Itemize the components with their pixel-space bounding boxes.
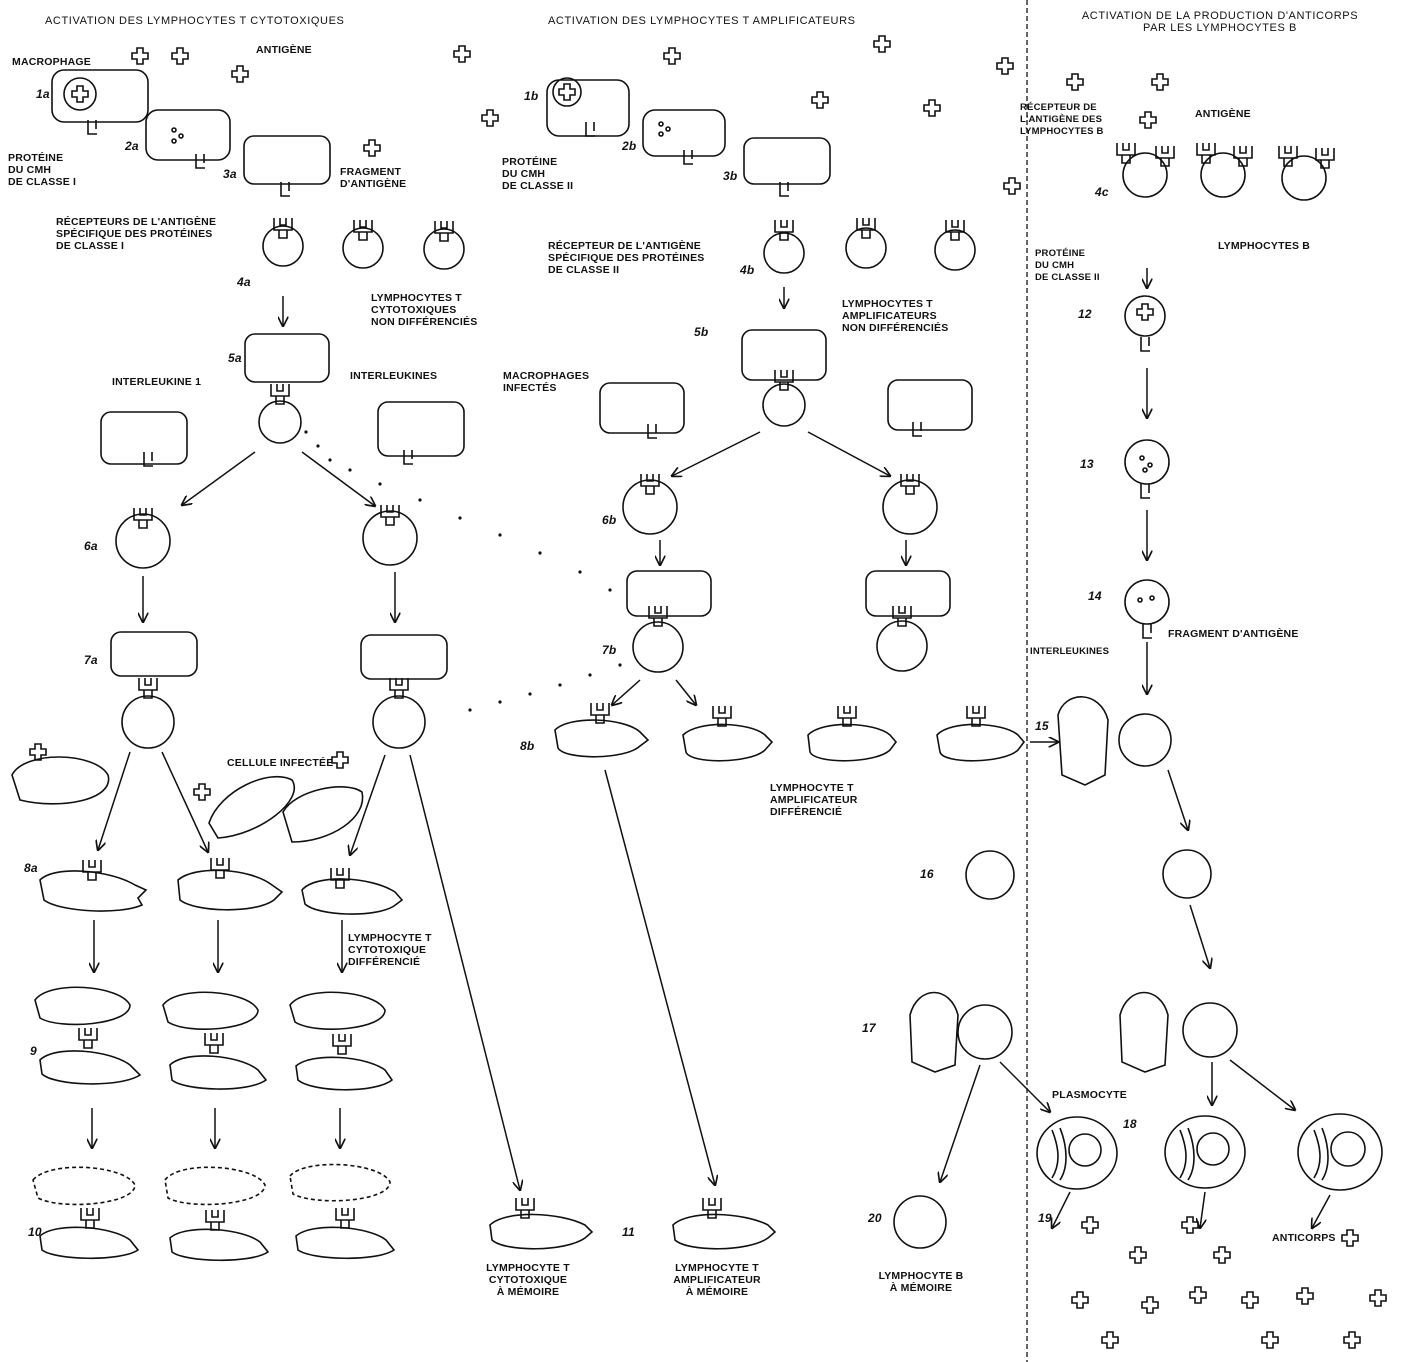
step-8b: 8b <box>520 739 535 753</box>
step-15: 15 <box>1035 719 1049 733</box>
label-fragment-c: FRAGMENT D'ANTIGÈNE <box>1168 628 1299 640</box>
label-lymphocytes-b: LYMPHOCYTES B <box>1218 240 1311 252</box>
step-6b: 6b <box>602 513 617 527</box>
step-7b: 7b <box>602 643 617 657</box>
arrows <box>92 268 1331 1228</box>
memory-b-cell <box>893 1195 947 1249</box>
t-cell-5a <box>258 400 302 444</box>
step-8a: 8a <box>24 861 38 875</box>
step-20: 20 <box>868 1211 882 1225</box>
macrophage-5a <box>244 333 330 383</box>
header-bcell: ACTIVATION DE LA PRODUCTION D'ANTICORPS … <box>1081 10 1359 34</box>
step-2a: 2a <box>125 139 139 153</box>
label-cmh1: PROTÉINE DU CMH DE CLASSE I <box>8 152 77 188</box>
label-macrophage: MACROPHAGE <box>12 56 92 68</box>
label-recepteur-a: RÉCEPTEURS DE L'ANTIGÈNE SPÉCIFIQUE DES … <box>56 216 217 252</box>
label-interleukines-c: INTERLEUKINES <box>1030 646 1110 657</box>
t-cell-4a <box>262 225 304 267</box>
label-recepteur-c: RÉCEPTEUR DE L'ANTIGÈNE DES LYMPHOCYTES … <box>1020 102 1104 137</box>
label-lt-cyto-nd: LYMPHOCYTES T CYTOTOXIQUES NON DIFFÉRENC… <box>371 292 478 328</box>
memory-t-cytotoxic <box>489 1213 594 1250</box>
step-10: 10 <box>28 1225 42 1239</box>
label-lt-cyto-mem: LYMPHOCYTE T CYTOTOXIQUE À MÉMOIRE <box>486 1262 570 1298</box>
label-cmh2-c: PROTÉINE DU CMH DE CLASSE II <box>1035 248 1100 283</box>
step-17: 17 <box>862 1021 876 1035</box>
macrophage-3a <box>243 135 331 185</box>
step-7a: 7a <box>84 653 98 667</box>
column-bcell <box>893 142 1383 1249</box>
label-antigene-a: ANTIGÈNE <box>256 44 312 56</box>
memory-t-helper <box>672 1213 777 1250</box>
step-2b: 2b <box>622 139 637 153</box>
step-5a: 5a <box>228 351 242 365</box>
antigen-particles <box>29 35 1387 1349</box>
step-9: 9 <box>30 1044 37 1058</box>
label-cellule-infectee: CELLULE INFECTÉE <box>227 757 334 769</box>
label-anticorps: ANTICORPS <box>1272 1232 1336 1244</box>
step-5b: 5b <box>694 325 709 339</box>
label-lt-cyto-diff: LYMPHOCYTE T CYTOTOXIQUE DIFFÉRENCIÉ <box>348 932 432 968</box>
step-14: 14 <box>1088 589 1102 603</box>
label-plasmocyte: PLASMOCYTE <box>1052 1089 1127 1101</box>
step-1a: 1a <box>36 87 50 101</box>
step-11: 11 <box>622 1225 635 1239</box>
label-interleukines: INTERLEUKINES <box>350 370 438 382</box>
label-lt-ampl-nd: LYMPHOCYTES T AMPLIFICATEURS NON DIFFÉRE… <box>842 298 949 334</box>
header-cytotoxic: ACTIVATION DES LYMPHOCYTES T CYTOTOXIQUE… <box>45 15 345 27</box>
step-4a: 4a <box>237 275 251 289</box>
label-lt-ampl-mem: LYMPHOCYTE T AMPLIFICATEUR À MÉMOIRE <box>673 1262 761 1298</box>
macrophage-1a <box>51 69 149 123</box>
label-cmh2-b: PROTÉINE DU CMH DE CLASSE II <box>502 156 574 192</box>
t-cell-6a <box>115 513 171 569</box>
label-macrophages-infectes: MACROPHAGES INFECTÉS <box>503 370 590 394</box>
step-4c: 4c <box>1095 185 1109 199</box>
label-interleukine1: INTERLEUKINE 1 <box>112 376 202 388</box>
label-recepteur-b: RÉCEPTEUR DE L'ANTIGÈNE SPÉCIFIQUE DES P… <box>548 240 705 276</box>
interleukin-dots <box>304 430 622 712</box>
step-6a: 6a <box>84 539 98 553</box>
step-12: 12 <box>1078 307 1092 321</box>
step-18: 18 <box>1123 1117 1137 1131</box>
label-lt-ampl-diff: LYMPHOCYTE T AMPLIFICATEUR DIFFÉRENCIÉ <box>770 782 858 818</box>
label-lb-mem: LYMPHOCYTE B À MÉMOIRE <box>878 1270 964 1294</box>
step-16: 16 <box>920 867 934 881</box>
column-helper <box>546 77 1026 1250</box>
step-4b: 4b <box>740 263 755 277</box>
step-13: 13 <box>1080 457 1094 471</box>
step-3b: 3b <box>723 169 738 183</box>
step-1b: 1b <box>524 89 539 103</box>
label-antigene-c: ANTIGÈNE <box>1195 108 1251 120</box>
step-3a: 3a <box>223 167 237 181</box>
label-fragment-a: FRAGMENT D'ANTIGÈNE <box>340 166 407 190</box>
macrophage-2a <box>145 109 231 161</box>
column-cytotoxic <box>11 69 594 1262</box>
step-19: 19 <box>1038 1211 1052 1225</box>
header-helper: ACTIVATION DES LYMPHOCYTES T AMPLIFICATE… <box>548 15 856 27</box>
